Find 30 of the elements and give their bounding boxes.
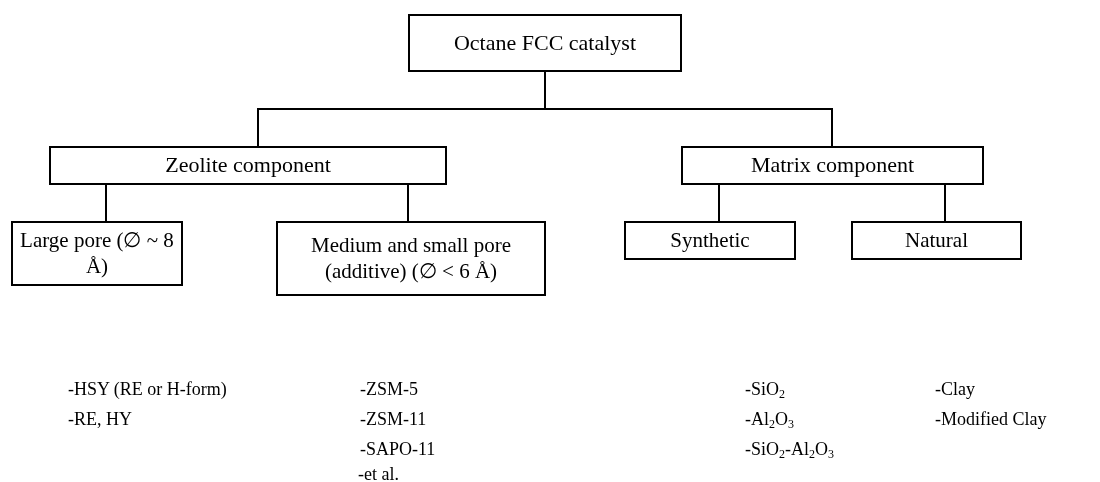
- list-item: -HSY (RE or H-form): [68, 380, 227, 398]
- list-item: -ZSM-11: [360, 410, 427, 428]
- connector-line: [544, 71, 833, 147]
- list-item: -Modified Clay: [935, 410, 1047, 428]
- box-label: Large pore (∅ ~ 8 Å): [19, 228, 175, 279]
- list-item: -Al$_{2}$O$_{3}$: [745, 410, 794, 428]
- connector-line: [944, 184, 946, 222]
- category-box: [49, 146, 447, 185]
- list-item: -SiO$_{2}$: [745, 380, 785, 398]
- category-box: [851, 221, 1022, 260]
- box-label: Matrix component: [750, 152, 915, 179]
- list-item: -et al.: [358, 465, 399, 482]
- category-box: [276, 221, 546, 296]
- box-label: Natural: [905, 227, 968, 254]
- list-item: -ZSM-5: [360, 380, 418, 398]
- category-box: [408, 14, 682, 72]
- list-item: -RE, HY: [68, 410, 132, 428]
- box-label: Zeolite component: [165, 152, 331, 179]
- box-label: Medium and small pore (additive) (∅ < 6 Å): [309, 233, 512, 284]
- category-box: [11, 221, 183, 286]
- list-item: -SiO$_{2}$-Al$_{2}$O$_{3}$: [745, 440, 834, 458]
- connector-line: [718, 184, 720, 222]
- box-label: Synthetic: [670, 227, 750, 254]
- connector-line: [105, 184, 107, 222]
- list-item: -Clay: [935, 380, 975, 398]
- category-box: [624, 221, 796, 260]
- list-item: -SAPO-11: [360, 440, 436, 458]
- box-label: Octane FCC catalyst: [453, 29, 637, 57]
- connector-line: [407, 184, 409, 222]
- category-box: [681, 146, 984, 185]
